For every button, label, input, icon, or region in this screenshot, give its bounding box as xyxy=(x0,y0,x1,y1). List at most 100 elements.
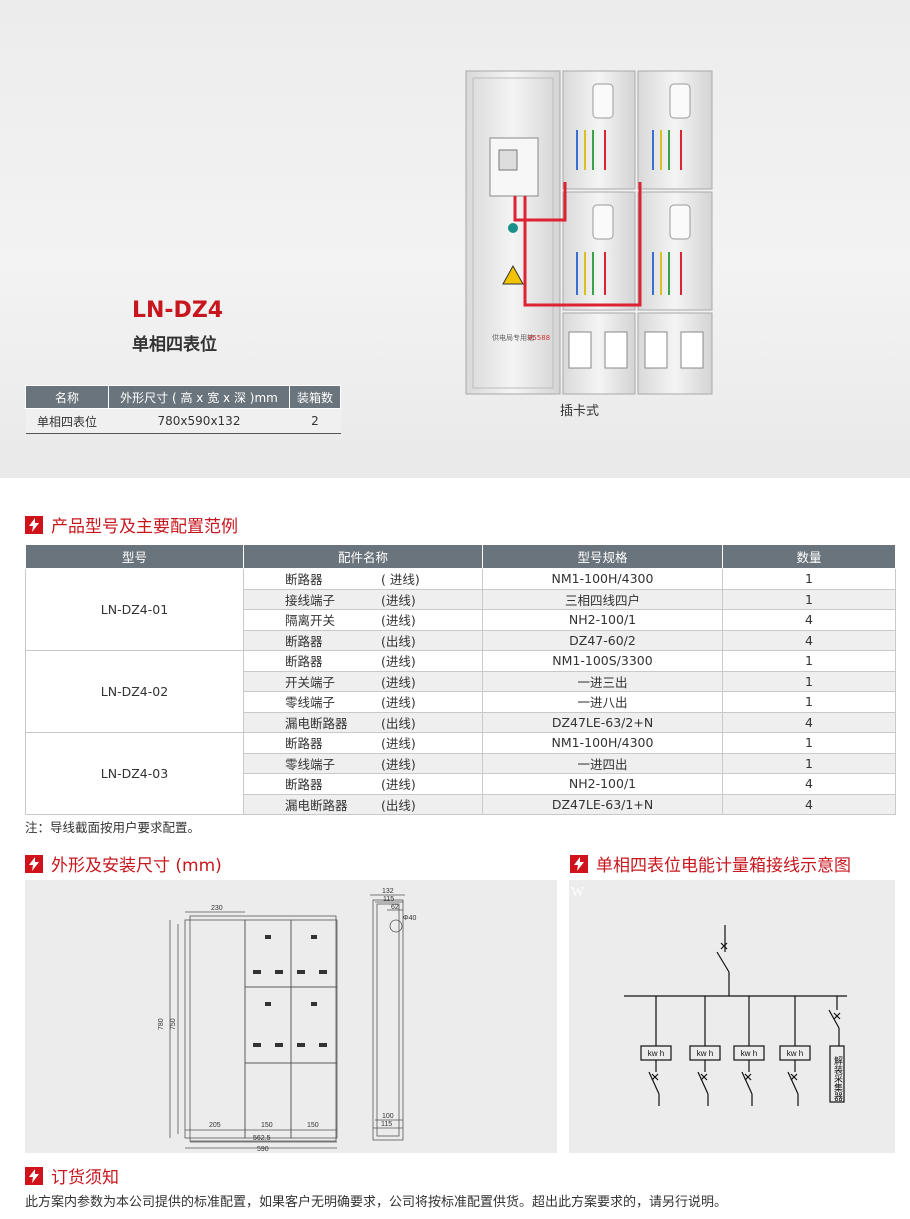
spec-cell: NH2-100/1 xyxy=(482,609,723,631)
spec-cell: NM1-100S/3300 xyxy=(482,650,723,672)
part-name: 开关端子 xyxy=(285,674,336,690)
part-name: 接线端子 xyxy=(285,592,336,608)
product-caption: 插卡式 xyxy=(560,404,600,419)
table-row: 开关端子 (进线) 一进三出 1 xyxy=(26,670,896,692)
spec-header-name: 名称 xyxy=(25,385,109,409)
part-role: (进线) xyxy=(381,613,416,629)
dimension-section-title: 外形及安装尺寸 (mm) xyxy=(51,856,222,876)
spec-cell-qty: 2 xyxy=(289,408,341,434)
corner-mark: W xyxy=(571,885,585,900)
spec-cell-name: 单相四表位 xyxy=(25,408,109,434)
product-image: 供电局专用箱 95588 xyxy=(465,70,713,395)
spec-cell: DZ47LE-63/2+N xyxy=(482,711,723,733)
qty-cell: 4 xyxy=(722,793,896,815)
order-section-title: 订货须知 xyxy=(51,1168,119,1188)
order-section-header: 订货须知 xyxy=(25,1163,119,1188)
part-name: 断路器 xyxy=(285,633,323,649)
meter-label: kw h xyxy=(648,1049,664,1058)
table-row: 断路器(出线) DZ47-60/2 4 xyxy=(26,629,896,651)
part-role: (进线) xyxy=(381,695,416,711)
spec-cell: 三相四线四户 xyxy=(482,588,723,610)
spec-cell: 一进四出 xyxy=(482,752,723,774)
part-role: (进线) xyxy=(381,674,416,690)
part-name: 零线端子 xyxy=(285,756,336,772)
lightning-icon xyxy=(25,1166,43,1185)
table-row: 零线端子 (进线) 一进八出 1 xyxy=(26,691,896,713)
lightning-icon xyxy=(570,854,588,873)
qty-cell: 4 xyxy=(722,773,896,795)
dim-62: 62 xyxy=(391,904,399,911)
part-role: (进线) xyxy=(381,777,416,793)
qty-cell: 1 xyxy=(722,691,896,713)
dim-100: 100 xyxy=(382,1113,394,1120)
dimension-section-header: 外形及安装尺寸 (mm) xyxy=(25,851,222,876)
wiring-diagram-panel: W kw xyxy=(569,880,895,1153)
model-cell: LN-DZ4-03 xyxy=(25,732,244,815)
part-role: (进线) xyxy=(381,736,416,752)
spec-cell: DZ47LE-63/1+N xyxy=(482,793,723,815)
model-cell: LN-DZ4-01 xyxy=(25,568,244,651)
table-row: 断路器 (进线) NH2-100/1 4 xyxy=(26,773,896,795)
config-header-model: 型号 xyxy=(25,544,244,569)
dim-150a: 150 xyxy=(261,1122,273,1129)
dim-phi40: Φ40 xyxy=(403,915,416,922)
part-role: (出线) xyxy=(381,715,416,731)
config-header-part: 配件名称 xyxy=(243,544,483,569)
meter-label: kw h xyxy=(697,1049,713,1058)
dim-230: 230 xyxy=(211,905,223,912)
dim-750: 750 xyxy=(170,1018,177,1030)
config-header-qty: 数量 xyxy=(722,544,896,569)
part-name: 断路器 xyxy=(285,777,323,793)
spec-header-size: 外形尺寸 ( 高 x 宽 x 深 )mm xyxy=(108,385,290,409)
table-row: 零线端子 (进线) 一进四出 1 xyxy=(26,752,896,774)
dim-115b: 115 xyxy=(381,1121,392,1128)
part-name: 隔离开关 xyxy=(285,613,336,629)
spec-cell: NM1-100H/4300 xyxy=(482,568,723,590)
table-row: 漏电断路器(出线) DZ47LE-63/1+N 4 xyxy=(26,793,896,815)
dim-590: 590 xyxy=(257,1146,269,1153)
lightning-icon xyxy=(25,515,43,534)
spec-cell: NM1-100H/4300 xyxy=(482,732,723,754)
qty-cell: 1 xyxy=(722,752,896,774)
table-row: LN-DZ4-01 断路器 ( 进线) NM1-100H/4300 1 xyxy=(25,568,896,651)
qty-cell: 1 xyxy=(722,670,896,692)
model-subtitle: 单相四表位 xyxy=(132,335,217,355)
wiring-section-header: 单相四表位电能计量箱接线示意图 xyxy=(570,851,851,876)
dimension-drawing: 230 780 750 205 150 150 562.5 590 132 11… xyxy=(158,888,416,1153)
qty-cell: 1 xyxy=(722,588,896,610)
spec-cell: 一进三出 xyxy=(482,670,723,692)
dim-132: 132 xyxy=(382,888,394,895)
config-section-header: 产品型号及主要配置范例 xyxy=(25,512,238,537)
meter-label: kw h xyxy=(787,1049,803,1058)
qty-cell: 4 xyxy=(722,711,896,733)
spec-table: 名称 外形尺寸 ( 高 x 宽 x 深 )mm 装箱数 单相四表位 780x59… xyxy=(25,385,341,434)
dim-780: 780 xyxy=(158,1018,165,1030)
table-row: 接线端子 (进线) 三相四线四户 1 xyxy=(26,588,896,610)
model-title: LN-DZ4 xyxy=(132,298,224,323)
part-name: 漏电断路器 xyxy=(285,797,348,813)
config-table: 型号 配件名称 型号规格 数量 LN-DZ4-01 断路器 ( 进线) NM1-1… xyxy=(25,544,896,815)
order-notice-text: 此方案内参数为本公司提供的标准配置，如果客户无明确要求，公司将按标准配置供货。超… xyxy=(25,1195,728,1210)
part-name: 断路器 xyxy=(285,572,323,588)
qty-cell: 4 xyxy=(722,629,896,651)
part-name: 漏电断路器 xyxy=(285,715,348,731)
part-role: (进线) xyxy=(381,592,416,608)
config-header-spec: 型号规格 xyxy=(482,544,723,569)
part-role: (进线) xyxy=(381,756,416,772)
spec-header-qty: 装箱数 xyxy=(289,385,341,409)
dimension-drawing-panel: 230 780 750 205 150 150 562.5 590 132 11… xyxy=(25,880,557,1153)
qty-cell: 1 xyxy=(722,650,896,672)
product-panel-label: 供电局专用箱 xyxy=(492,333,534,342)
part-name: 零线端子 xyxy=(285,695,336,711)
table-row: LN-DZ4-03 断路器 (进线) NM1-100H/4300 1 xyxy=(25,732,896,815)
spec-cell: 一进八出 xyxy=(482,691,723,713)
model-cell: LN-DZ4-02 xyxy=(25,650,244,733)
part-role: (出线) xyxy=(381,633,416,649)
qty-cell: 1 xyxy=(722,568,896,590)
dim-150b: 150 xyxy=(307,1122,319,1129)
config-section-title: 产品型号及主要配置范例 xyxy=(51,517,238,537)
part-role: ( 进线) xyxy=(381,572,420,588)
wiring-diagram: W kw xyxy=(571,885,847,1106)
spec-cell: NH2-100/1 xyxy=(482,773,723,795)
part-name: 断路器 xyxy=(285,736,323,752)
